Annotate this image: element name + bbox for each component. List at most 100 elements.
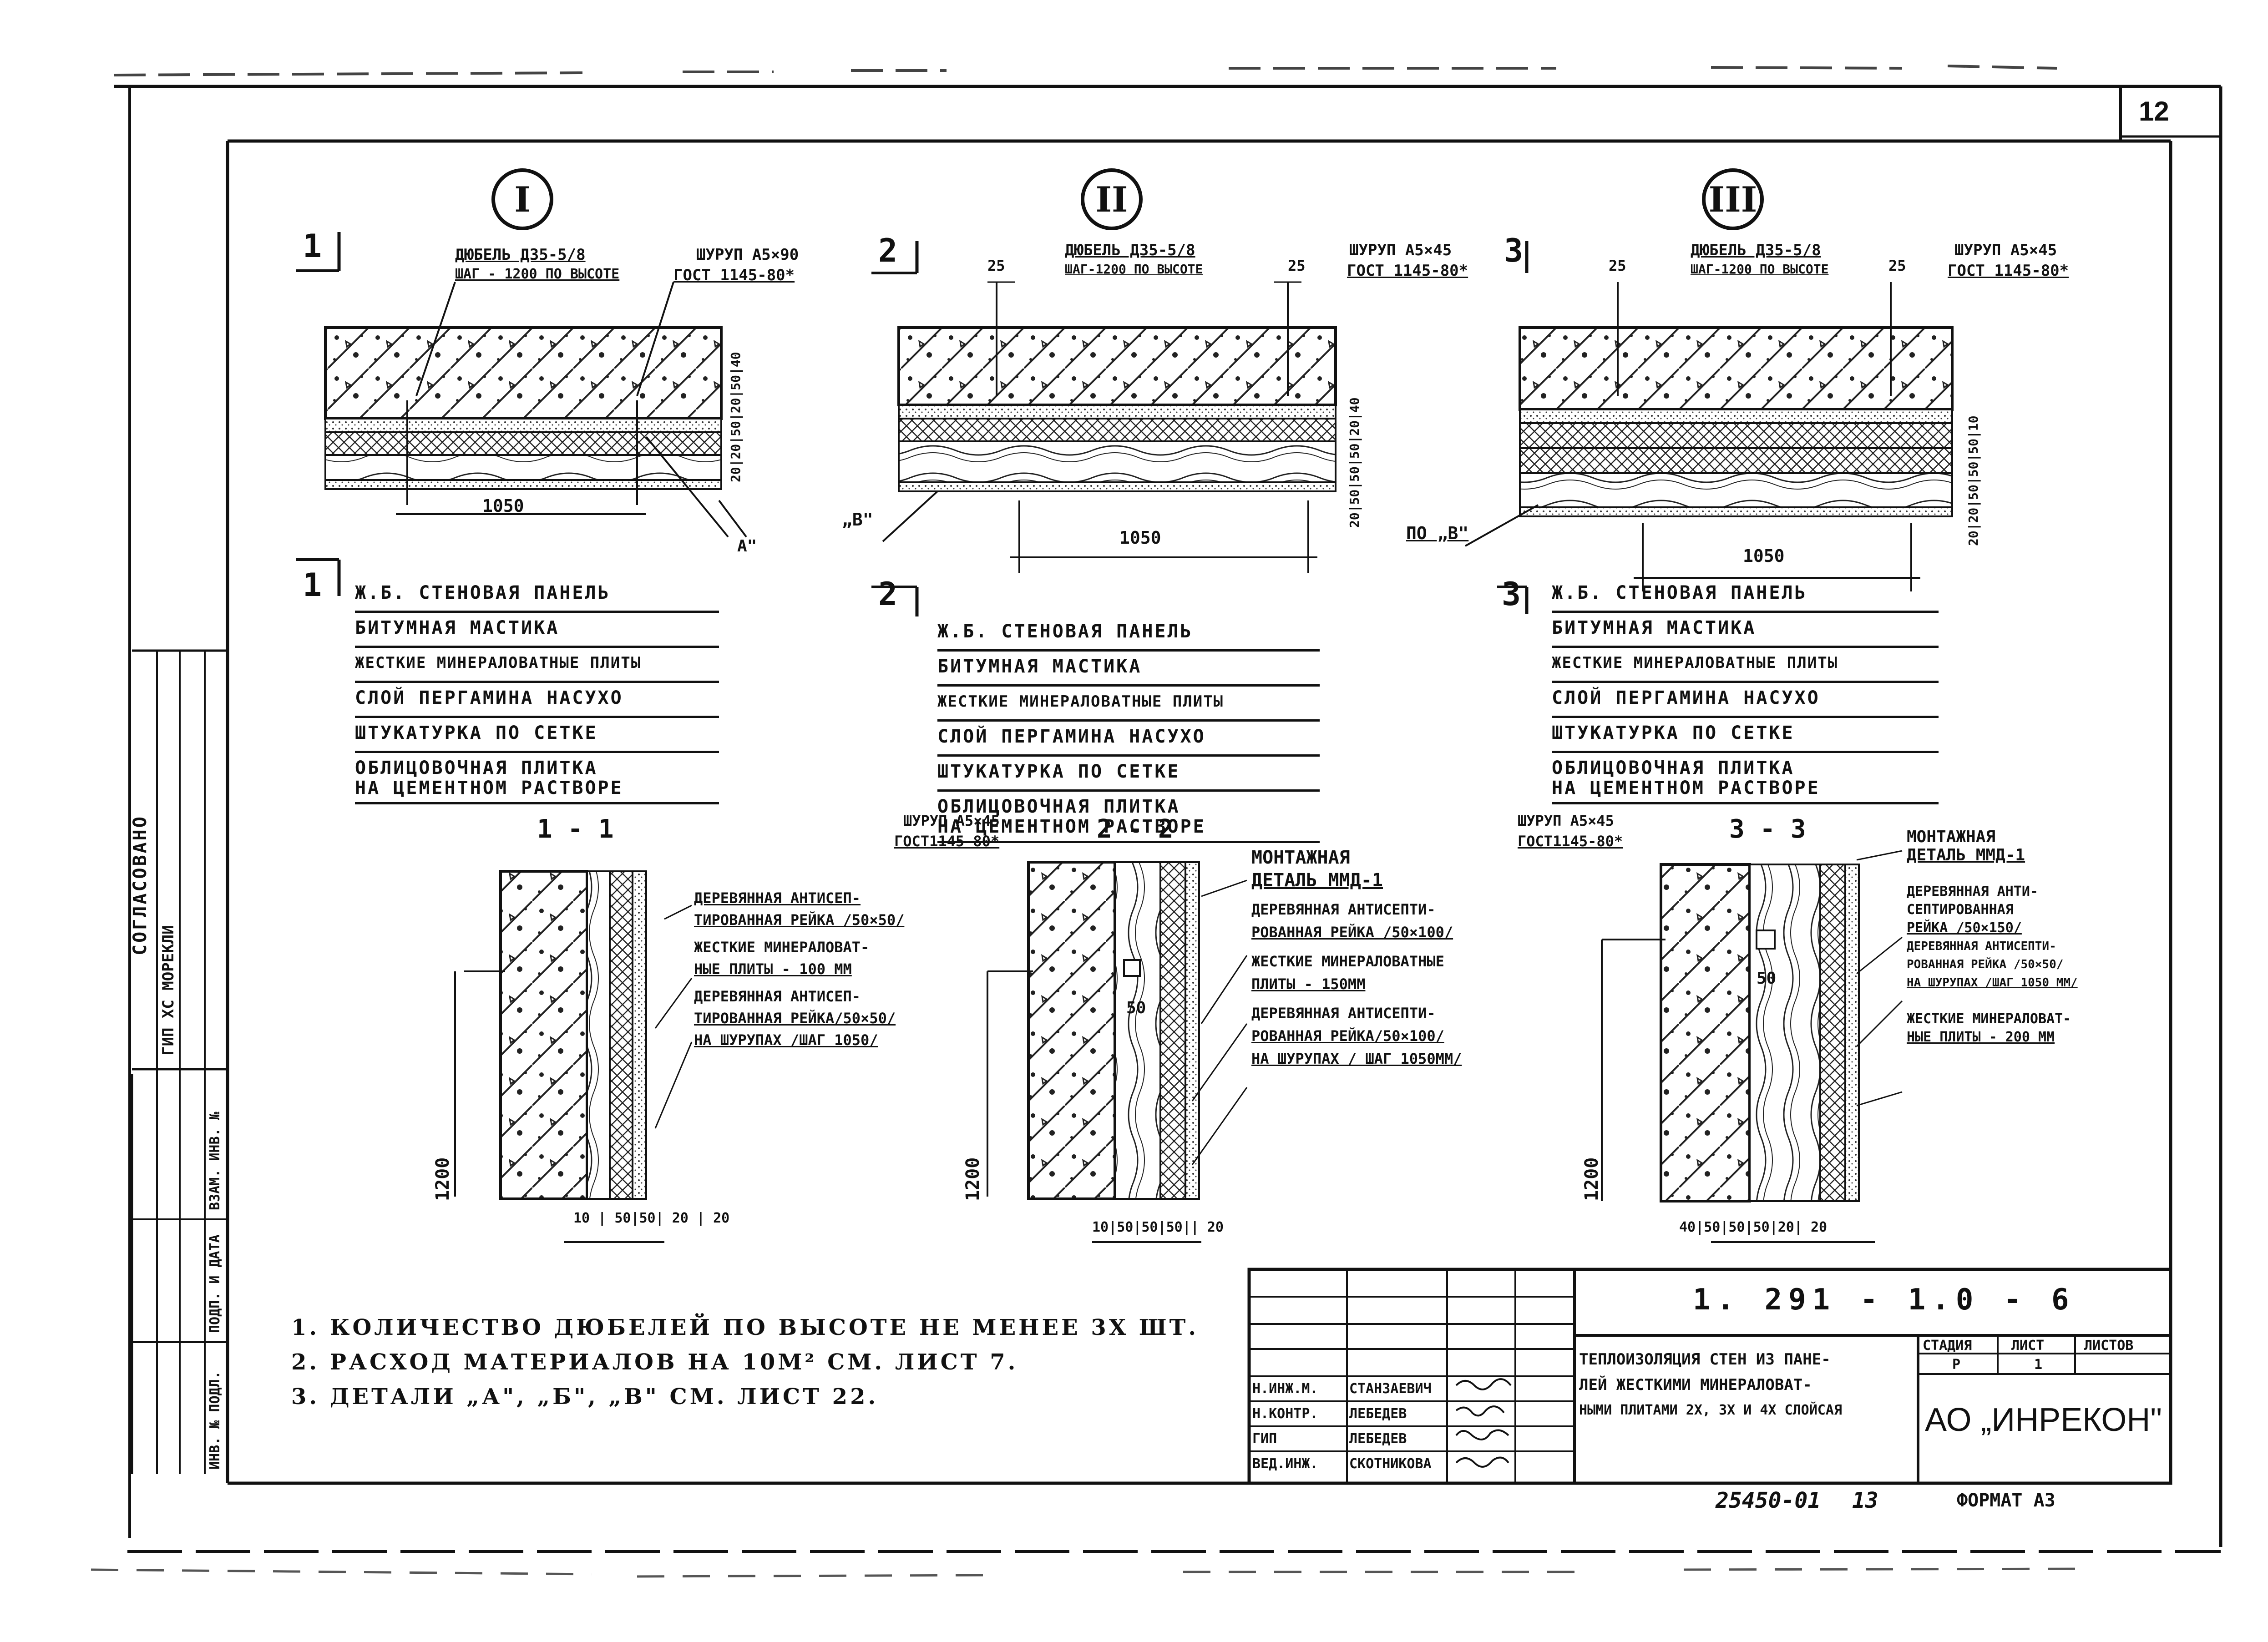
detail-3-thickness-dims: 20|20|50|50|50|10 <box>1966 415 1981 546</box>
layer-item: СЛОЙ ПЕРГАМИНА НАСУХО <box>937 722 1320 757</box>
detail-3-dim-a: 25 <box>1609 257 1626 274</box>
note-line: ДЕРЕВЯННАЯ АНТИСЕПТИ- <box>1907 940 2056 953</box>
note-line: ЖЕСТКИЕ МИНЕРАЛОВАТ- <box>694 939 870 956</box>
sheet-label: ЛИСТ <box>2011 1338 2045 1354</box>
section-1-height: 1200 <box>432 1157 453 1201</box>
note-line: ЖЕСТКИЕ МИНЕРАЛОВАТНЫЕ <box>1251 953 1444 970</box>
archive-sheet: 13 <box>1852 1488 1878 1513</box>
detail-3-mark-top: 3 <box>1504 232 1524 269</box>
detail-3-screw-std: ГОСТ 1145-80* <box>1948 262 2069 280</box>
detail-2-span: 1050 <box>1119 528 1161 548</box>
note-line: НА ШУРУПАХ /ШАГ 1050/ <box>694 1031 878 1049</box>
section-3-bottom-dims: 40|50|50|50|20| 20 <box>1679 1219 1828 1235</box>
note-line: НА ШУРУПАХ / ШАГ 1050ММ/ <box>1251 1050 1462 1067</box>
detail-3-span: 1050 <box>1743 546 1785 566</box>
note-line: НЫЕ ПЛИТЫ - 200 ММ <box>1907 1029 2055 1045</box>
note-line: РОВАННАЯ РЕЙКА /50×100/ <box>1251 924 1453 941</box>
detail-1-screw-std: ГОСТ 1145-80* <box>673 266 795 284</box>
side-stamp-row: ВЗАМ. ИНВ. № <box>207 1112 223 1210</box>
section-3-inner-dim: 50 <box>1757 969 1777 988</box>
detail-2-dim-b: 25 <box>1288 257 1306 274</box>
detail-3-dowel-step: ШАГ-1200 ПО ВЫСОТЕ <box>1691 262 1829 277</box>
section-3-title: 3 - 3 <box>1729 814 1806 844</box>
detail-1-callout: А" <box>737 537 757 556</box>
title-line: ТЕПЛОИЗОЛЯЦИЯ СТЕН ИЗ ПАНЕ- <box>1579 1350 1831 1369</box>
note-line: 1. КОЛИЧЕСТВО ДЮБЕЛЕЙ ПО ВЫСОТЕ НЕ МЕНЕЕ… <box>291 1315 1199 1340</box>
side-stamp-approved: СОГЛАСОВАНО <box>130 815 151 955</box>
role-label: ВЕД.ИНЖ. <box>1252 1456 1318 1472</box>
layer-item: БИТУМНАЯ МАСТИКА <box>355 613 719 648</box>
layer-item: Ж.Б. СТЕНОВАЯ ПАНЕЛЬ <box>355 578 719 613</box>
detail-3-numeral: III <box>1702 168 1764 230</box>
section-3-screw-std: ГОСТ1145-80* <box>1518 833 1623 850</box>
note-line: ДЕТАЛЬ ММД-1 <box>1251 870 1383 891</box>
note-line: МОНТАЖНАЯ <box>1907 828 1996 846</box>
layer-item: ШТУКАТУРКА ПО СЕТКЕ <box>355 718 719 753</box>
section-2-bottom-dims: 10|50|50|50|| 20 <box>1092 1219 1224 1235</box>
side-stamp-row: ГИП ХС МОРЕКЛИ <box>159 925 177 1056</box>
section-2-title: 2 - 2 <box>1097 814 1174 844</box>
layer-item: НА ЦЕМЕНТНОМ РАСТВОРЕ <box>937 815 1320 843</box>
detail-2-dowel-step: ШАГ-1200 ПО ВЫСОТЕ <box>1065 262 1203 277</box>
detail-3-layer-list: Ж.Б. СТЕНОВАЯ ПАНЕЛЬ БИТУМНАЯ МАСТИКА ЖЕ… <box>1552 578 1939 804</box>
detail-1-dowel-step: ШАГ - 1200 ПО ВЫСОТЕ <box>455 266 620 282</box>
archive-number: 25450-01 <box>1716 1488 1821 1513</box>
title-line: ЛЕЙ ЖЕСТКИМИ МИНЕРАЛОВАТ- <box>1579 1376 1812 1394</box>
layer-item: СЛОЙ ПЕРГАМИНА НАСУХО <box>1552 683 1939 718</box>
layer-item: ЖЕСТКИЕ МИНЕРАЛОВАТНЫЕ ПЛИТЫ <box>1552 648 1939 683</box>
detail-3-dim-b: 25 <box>1888 257 1906 274</box>
sheet-value: 1 <box>2034 1357 2043 1373</box>
note-line: ДЕТАЛЬ ММД-1 <box>1907 846 2025 864</box>
note-line: ДЕРЕВЯННАЯ АНТИ- <box>1907 884 2038 899</box>
layer-item: ШТУКАТУРКА ПО СЕТКЕ <box>937 757 1320 792</box>
section-2-inner-dim: 50 <box>1126 999 1146 1017</box>
role-name: ЛЕБЕДЕВ <box>1349 1431 1407 1447</box>
section-2-height: 1200 <box>962 1157 983 1201</box>
detail-3-screw: ШУРУП А5×45 <box>1954 241 2057 259</box>
note-line: ДЕРЕВЯННАЯ АНТИСЕПТИ- <box>1251 1005 1436 1022</box>
sheet-number: 12 <box>2139 96 2169 126</box>
note-line: СЕПТИРОВАННАЯ <box>1907 902 2014 918</box>
detail-1-span: 1050 <box>482 496 524 516</box>
title-line: НЫМИ ПЛИТАМИ 2Х, 3Х И 4Х СЛОЙСАЯ <box>1579 1402 1842 1418</box>
layer-item: БИТУМНАЯ МАСТИКА <box>937 652 1320 687</box>
section-2-screw: ШУРУП А5×45 <box>903 812 1000 829</box>
layer-item: НА ЦЕМЕНТНОМ РАСТВОРЕ <box>1552 777 1939 804</box>
detail-2-layer-list: Ж.Б. СТЕНОВАЯ ПАНЕЛЬ БИТУМНАЯ МАСТИКА ЖЕ… <box>937 616 1320 843</box>
note-line: РОВАННАЯ РЕЙКА /50×50/ <box>1907 958 2064 971</box>
detail-2-callout: „В" <box>842 510 873 530</box>
section-1-notes: ДЕРЕВЯННАЯ АНТИСЕП- ТИРОВАННАЯ РЕЙКА /50… <box>694 887 904 1051</box>
drawing-title: ТЕПЛОИЗОЛЯЦИЯ СТЕН ИЗ ПАНЕ- ЛЕЙ ЖЕСТКИМИ… <box>1579 1347 1842 1423</box>
section-3-height: 1200 <box>1581 1157 1602 1201</box>
stage-value: Р <box>1952 1357 1961 1373</box>
side-stamp-row: ИНВ. № ПОДЛ. <box>207 1371 223 1470</box>
role-label: Н.ИНЖ.М. <box>1252 1381 1318 1397</box>
note-line: ТИРОВАННАЯ РЕЙКА/50×50/ <box>694 1010 896 1027</box>
detail-2-mark-top: 2 <box>878 232 898 269</box>
section-3-screw: ШУРУП А5×45 <box>1518 812 1614 829</box>
section-2-screw-std: ГОСТ1145-80* <box>894 833 1000 850</box>
section-1-title: 1 - 1 <box>537 814 614 844</box>
role-label: Н.КОНТР. <box>1252 1406 1318 1422</box>
side-stamp-row: ПОДП. И ДАТА <box>207 1234 223 1333</box>
layer-item: ШТУКАТУРКА ПО СЕТКЕ <box>1552 718 1939 753</box>
layer-item: СЛОЙ ПЕРГАМИНА НАСУХО <box>355 683 719 718</box>
detail-1-numeral: I <box>491 168 553 230</box>
paper-format: ФОРМАТ А3 <box>1957 1490 2055 1511</box>
sheets-label: ЛИСТОВ <box>2084 1338 2134 1354</box>
note-line: ДЕРЕВЯННАЯ АНТИСЕП- <box>694 889 861 907</box>
section-3-notes: МОНТАЖНАЯ ДЕТАЛЬ ММД-1 ДЕРЕВЯННАЯ АНТИ- … <box>1907 828 2078 1046</box>
role-name: СТАНЗАЕВИЧ <box>1349 1381 1432 1397</box>
role-label: ГИП <box>1252 1431 1277 1447</box>
layer-item: БИТУМНАЯ МАСТИКА <box>1552 613 1939 648</box>
stage-label: СТАДИЯ <box>1923 1338 1972 1354</box>
detail-3-dowel: ДЮБЕЛЬ Д35-5/8 <box>1691 241 1821 259</box>
layer-item: ЖЕСТКИЕ МИНЕРАЛОВАТНЫЕ ПЛИТЫ <box>355 648 719 683</box>
section-1-bottom-dims: 10 | 50|50| 20 | 20 <box>573 1210 730 1226</box>
note-line: НА ШУРУПАХ /ШАГ 1050 ММ/ <box>1907 976 2078 990</box>
detail-2-dim-a: 25 <box>987 257 1005 274</box>
note-line: РЕЙКА /50×150/ <box>1907 920 2022 936</box>
note-line: ДЕРЕВЯННАЯ АНТИСЕПТИ- <box>1251 901 1436 918</box>
note-line: 3. ДЕТАЛИ „А", „Б", „В" СМ. ЛИСТ 22. <box>291 1384 879 1410</box>
